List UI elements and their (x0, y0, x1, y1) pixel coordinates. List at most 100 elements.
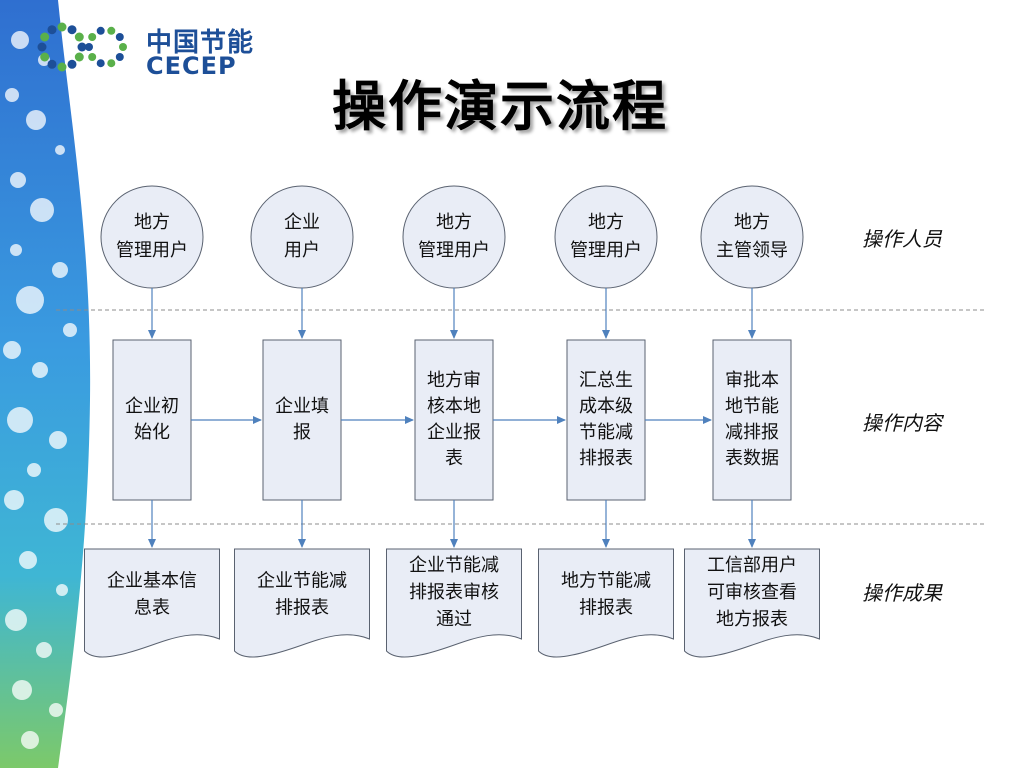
decorative-dot (44, 508, 68, 532)
decorative-dot (49, 431, 67, 449)
logo-dot (119, 43, 127, 51)
actor-label: 地方 (436, 212, 472, 233)
decorative-dot (30, 198, 54, 222)
logo-dot (47, 25, 57, 35)
decorative-dot (19, 551, 37, 569)
logo-dot (96, 26, 105, 35)
step-label: 企业报 (427, 422, 481, 443)
decorative-dot-sidebar (0, 0, 91, 768)
decorative-dot (5, 609, 27, 631)
brand-logo (37, 22, 127, 72)
logo-dot (85, 43, 93, 51)
step-label: 表数据 (725, 448, 779, 469)
result-label: 企业节能减 (257, 571, 347, 592)
result-label: 企业基本信 (107, 571, 197, 592)
result-document (84, 548, 220, 658)
step-box (566, 339, 646, 501)
step-label: 核本地 (427, 396, 481, 417)
actor-label: 地方 (734, 212, 770, 233)
actor-node (700, 185, 804, 289)
result-label: 排报表 (579, 598, 633, 619)
step-box (414, 339, 494, 501)
result-label: 地方节能减 (561, 571, 651, 592)
step-label: 地方审 (427, 370, 481, 391)
actor-label: 管理用户 (116, 240, 188, 261)
logo-dot (107, 26, 116, 35)
logo-dot (88, 33, 97, 41)
step-box (712, 339, 792, 501)
decorative-dot (4, 490, 24, 510)
result-label: 工信部用户 (707, 555, 797, 576)
actor-label: 管理用户 (570, 240, 642, 261)
page-title: 操作演示流程 (332, 75, 668, 138)
step-label: 地节能 (725, 396, 779, 417)
decorative-dot (27, 463, 41, 477)
actor-label: 企业 (284, 212, 320, 233)
logo-dot (115, 53, 124, 61)
actor-node (250, 185, 354, 289)
result-label: 排报表审核 (409, 582, 499, 603)
decorative-dot (10, 244, 22, 256)
result-label: 可审核查看 (707, 582, 797, 603)
step-label: 成本级 (579, 396, 633, 417)
step-box (112, 339, 192, 501)
logo-dot (74, 52, 84, 62)
logo-dot (115, 33, 124, 41)
decorative-dot (16, 286, 44, 314)
row-label-content: 操作内容 (862, 411, 942, 435)
actor-node (402, 185, 506, 289)
result-label: 通过 (436, 609, 472, 630)
result-label: 地方报表 (716, 609, 788, 630)
actor-label: 地方 (588, 212, 624, 233)
logo-dot (37, 42, 47, 52)
brand-name-cn: 中国节能 (146, 28, 255, 58)
actor-label: 主管领导 (716, 240, 788, 261)
result-label: 息表 (134, 598, 170, 619)
logo-dot (67, 25, 77, 35)
logo-dot (67, 59, 77, 69)
row-label-results: 操作成果 (862, 581, 942, 605)
step-label: 企业填 (275, 396, 329, 417)
logo-dot (40, 32, 50, 42)
step-label: 报 (293, 422, 311, 443)
decorative-dot (11, 31, 29, 49)
step-label: 节能减 (579, 422, 633, 443)
logo-dot (96, 59, 105, 68)
decorative-dot (56, 584, 68, 596)
logo-dot (77, 42, 87, 52)
decorative-dot (21, 731, 39, 749)
result-document (234, 548, 370, 658)
step-label: 审批本 (725, 370, 779, 391)
logo-dot (47, 59, 57, 69)
logo-dot (74, 32, 84, 42)
decorative-dot (52, 262, 68, 278)
decorative-dot (3, 341, 21, 359)
decorative-dot (7, 407, 33, 433)
decorative-dot (63, 323, 77, 337)
step-box (262, 339, 342, 501)
result-document (386, 548, 522, 658)
row-label-actors: 操作人员 (862, 227, 942, 251)
step-label: 汇总生 (579, 370, 633, 391)
logo-dot (40, 52, 50, 62)
result-label: 企业节能减 (409, 555, 499, 576)
logo-dot (57, 22, 67, 32)
decorative-dot (12, 680, 32, 700)
step-label: 始化 (134, 422, 170, 443)
decorative-dot (5, 88, 19, 102)
decorative-dot (32, 362, 48, 378)
logo-dot (107, 59, 116, 68)
actor-label: 用户 (284, 240, 320, 261)
step-label: 企业初 (125, 396, 179, 417)
step-label: 表 (445, 448, 463, 469)
actor-label: 管理用户 (418, 240, 490, 261)
actor-node (100, 185, 204, 289)
logo-dot (57, 62, 67, 72)
